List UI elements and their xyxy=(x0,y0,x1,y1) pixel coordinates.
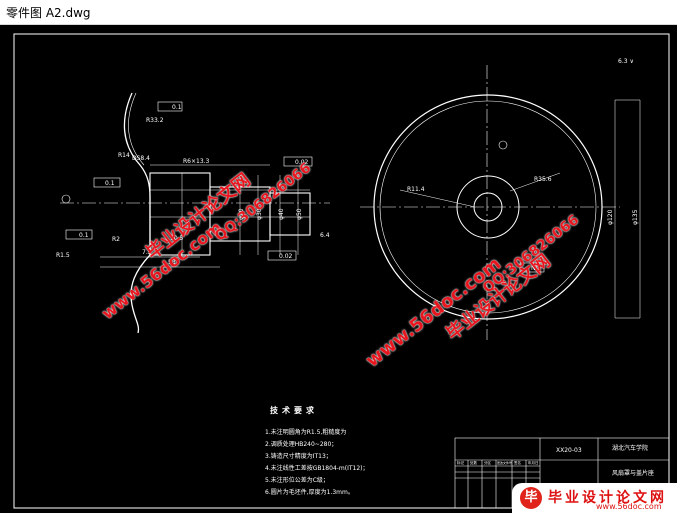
logo-ball-icon: 毕 xyxy=(520,487,542,509)
tol-frame-top xyxy=(157,101,183,112)
note-line-3: 3.铸造尺寸精度为IT13； xyxy=(265,452,332,460)
note-line-6: 6.圆片为毛坯件,厚度为1.3mm。 xyxy=(265,488,354,496)
dim-7-5: 7.5 xyxy=(142,249,152,256)
title-part-name: 风扇罩与盖片座 xyxy=(612,469,654,477)
tol-top: 0.1 xyxy=(172,104,182,111)
notes-heading: 技术要求 xyxy=(270,405,318,415)
drawing-border xyxy=(13,33,670,509)
outer-circle xyxy=(373,94,603,320)
note-line-2: 2.调质处理HB240~280； xyxy=(265,440,337,448)
cad-drawing[interactable]: 6.3 ∨ 0.1 R33.2 DS8.4 R14 R6×13.3 0.1 0.… xyxy=(0,25,677,513)
tol-frame-d xyxy=(267,250,297,261)
window-title: 零件图 A2.dwg xyxy=(6,6,91,20)
site-logo: 毕 毕业设计论文网 www.56doc.com xyxy=(512,483,677,513)
drawing-canvas[interactable]: 6.3 ∨ 0.1 R33.2 DS8.4 R14 R6×13.3 0.1 0.… xyxy=(0,25,677,513)
dim-d120: φ120 xyxy=(607,209,614,225)
nd-label: ND xyxy=(531,265,540,272)
roughness-top-right: 6.3 ∨ xyxy=(618,58,634,65)
title-school: 湖北汽车学院 xyxy=(612,444,648,452)
dim-ra: 6.4 xyxy=(320,232,330,239)
note-line-4: 4.未注线性工差按GB1804-m(IT12)； xyxy=(265,464,369,472)
dim-r-mid: R6×13.3 xyxy=(183,158,210,165)
title-drawing-no: XX20-03 xyxy=(556,447,582,454)
note-line-5: 5.未注形位公差为C级； xyxy=(265,476,329,484)
tol-frame-c xyxy=(283,156,313,167)
leader-r35 xyxy=(509,172,561,192)
tol-frame-a xyxy=(93,177,121,188)
tol-frame-b xyxy=(65,229,93,240)
outer-circle-inner xyxy=(379,100,597,314)
leader-r11 xyxy=(399,189,476,208)
title-col-d: 更改文件号 xyxy=(497,460,512,465)
dim-r1-5: R1.5 xyxy=(56,252,70,259)
title-col-c: 分区 xyxy=(484,460,492,465)
logo-name: 毕业设计论文网 xyxy=(548,490,667,506)
dim-53: 53 xyxy=(168,259,176,266)
title-col-a: 标记 xyxy=(457,460,465,465)
hub-circle xyxy=(456,175,520,239)
title-col-f: 年月日 xyxy=(528,460,539,465)
dim-ds: DS8.4 xyxy=(132,155,150,162)
dim-d135: φ135 xyxy=(632,209,639,225)
title-col-b: 处数 xyxy=(470,460,478,465)
tol-d: 0.02 xyxy=(279,253,293,260)
dim-d40: φ40 xyxy=(278,208,285,220)
dim-10-5: 10.5 xyxy=(170,235,184,242)
datum-marker-left xyxy=(61,194,71,204)
note-line-1: 1.未注明圆角为R1.5,粗糙度为 xyxy=(265,428,346,436)
dim-r-top: R33.2 xyxy=(146,117,164,124)
dim-r11-4: R11.4 xyxy=(407,186,425,193)
dim-r2: R2 xyxy=(112,236,120,243)
datum-marker-top xyxy=(498,140,508,150)
hub-end xyxy=(269,192,311,236)
tol-b: 0.1 xyxy=(79,232,89,239)
tol-c: 0.02 xyxy=(295,159,309,166)
tol-a: 0.1 xyxy=(105,180,115,187)
title-col-e: 签名 xyxy=(514,460,521,465)
dim-d30: φ30 xyxy=(256,208,263,220)
dim-d20: φ20 xyxy=(238,208,245,220)
logo-url: www.56doc.com xyxy=(596,502,662,511)
dim-r35-6: R35.6 xyxy=(534,176,552,183)
window-titlebar: 零件图 A2.dwg xyxy=(0,0,677,25)
notes-list: 1.未注明圆角为R1.5,粗糙度为 2.调质处理HB240~280； 3.铸造尺… xyxy=(265,428,369,496)
tol-frame-nd xyxy=(519,262,545,273)
shield-profile-inner xyxy=(128,92,145,166)
dim-d50: φ50 xyxy=(296,208,303,220)
dim-r14: R14 xyxy=(118,152,130,159)
